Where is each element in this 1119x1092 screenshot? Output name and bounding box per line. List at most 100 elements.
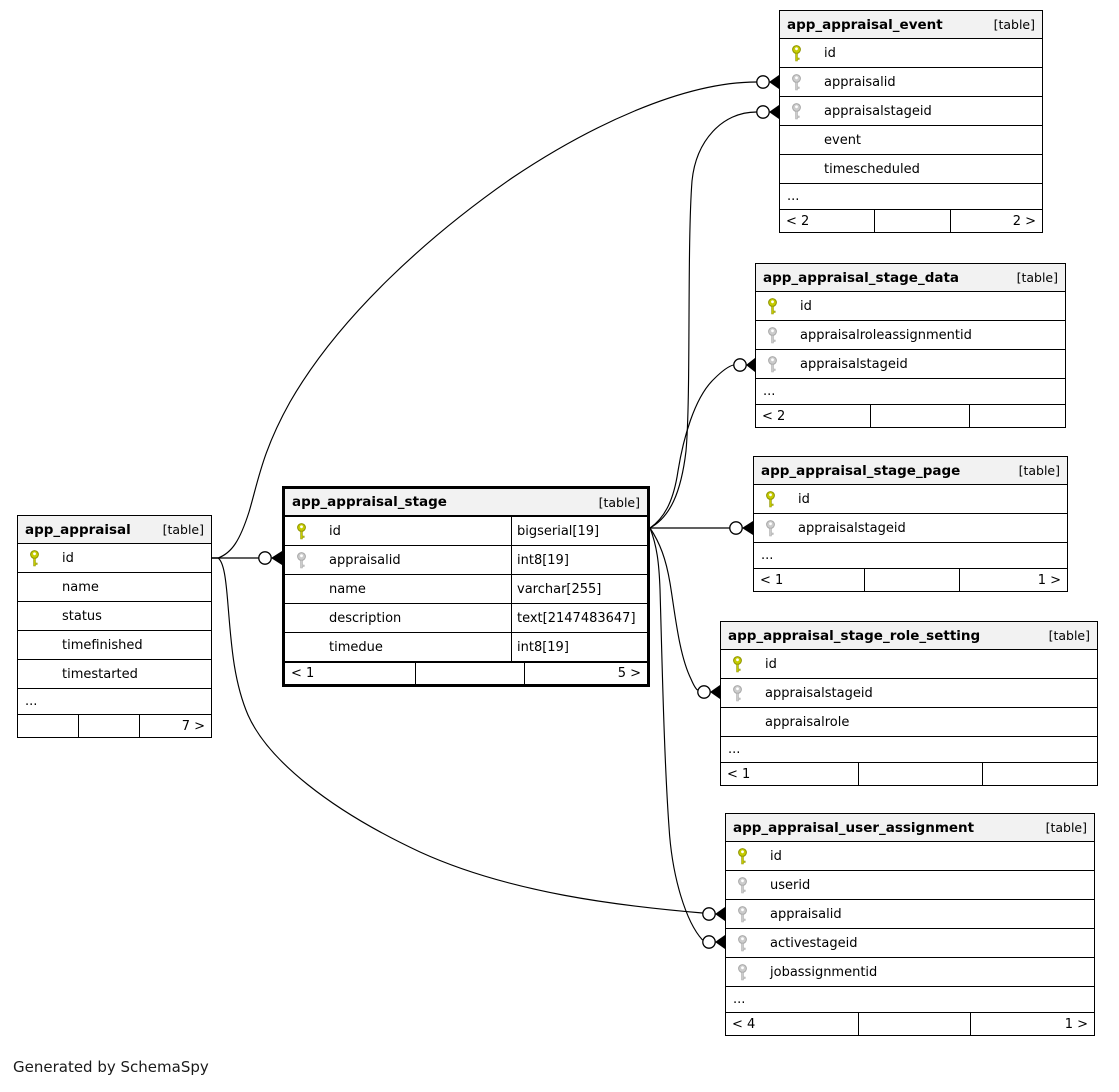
column-label: userid — [770, 877, 811, 893]
crows-foot-connector — [271, 551, 282, 565]
column-row: appraisalstageid — [721, 679, 1097, 708]
pk-key-icon — [766, 491, 775, 508]
column-label: event — [824, 132, 862, 148]
column-label: status — [62, 608, 102, 624]
fk-key-icon — [297, 552, 306, 569]
column-row: timestarted — [18, 660, 211, 689]
column-row: appraisalrole — [721, 708, 1097, 737]
footer-spacer-cell — [415, 663, 524, 684]
table-app_appraisal_user_assignment[interactable]: app_appraisal_user_assignment[table] id … — [725, 813, 1095, 1036]
table-footer: < 1 — [721, 763, 1097, 785]
fk-key-icon — [792, 74, 801, 91]
parents-count-cell: 1 > — [959, 569, 1067, 591]
zero-circle-connector — [258, 551, 272, 565]
column-row: id — [780, 39, 1042, 68]
zero-circle-connector — [702, 935, 716, 949]
column-row: id — [756, 292, 1065, 321]
table-app_appraisal_event[interactable]: app_appraisal_event[table] id appraisali… — [779, 10, 1043, 233]
column-row: name varchar[255] — [285, 575, 647, 604]
relationship-edge — [649, 527, 703, 941]
crows-foot-connector — [746, 358, 755, 372]
foreign-key-icon — [737, 935, 748, 956]
fk-key-icon — [738, 877, 747, 894]
column-row: appraisalroleassignmentid — [756, 321, 1065, 350]
pk-key-icon — [738, 848, 747, 865]
table-type-badge: [table] — [1045, 820, 1087, 835]
column-label: timescheduled — [824, 161, 920, 177]
column-label: id — [824, 45, 836, 61]
crows-foot-connector — [710, 685, 720, 699]
fk-key-icon — [733, 685, 742, 702]
crows-foot-connector — [769, 105, 779, 119]
crows-foot-connector — [715, 935, 725, 949]
fk-key-icon — [738, 935, 747, 952]
column-type: varchar[255] — [511, 575, 647, 603]
column-label: id — [62, 550, 74, 566]
table-name: app_appraisal_user_assignment — [733, 819, 975, 836]
primary-key-icon — [296, 523, 307, 544]
column-label: id — [765, 656, 777, 672]
pk-key-icon — [792, 45, 801, 62]
column-row: id — [726, 842, 1094, 871]
column-type: text[2147483647] — [511, 604, 647, 632]
zero-circle-connector — [702, 907, 716, 921]
column-row: appraisalid — [726, 900, 1094, 929]
primary-key-icon — [29, 550, 40, 571]
table-type-badge: [table] — [598, 494, 640, 510]
more-columns-ellipsis: ... — [18, 689, 211, 715]
table-app_appraisal_stage_role_setting[interactable]: app_appraisal_stage_role_setting[table] … — [720, 621, 1098, 786]
table-app_appraisal_stage_page[interactable]: app_appraisal_stage_page[table] id appra… — [753, 456, 1068, 592]
column-label: name — [329, 581, 366, 597]
foreign-key-icon — [791, 103, 802, 124]
relationship-edge — [649, 111, 757, 529]
column-label: appraisalstageid — [800, 356, 908, 372]
table-type-badge: [table] — [1048, 628, 1090, 643]
table-app_appraisal_stage_data[interactable]: app_appraisal_stage_data[table] id appra… — [755, 263, 1066, 428]
foreign-key-icon — [791, 74, 802, 95]
pk-key-icon — [768, 298, 777, 315]
parents-count-cell — [969, 405, 1065, 427]
relationship-edge — [649, 364, 734, 529]
column-label: appraisalid — [824, 74, 896, 90]
column-row: timefinished — [18, 631, 211, 660]
table-name: app_appraisal_stage_data — [763, 269, 960, 286]
column-label: jobassignmentid — [770, 964, 878, 980]
foreign-key-icon — [737, 964, 748, 985]
more-columns-ellipsis: ... — [721, 737, 1097, 763]
table-name: app_appraisal_stage — [292, 494, 447, 510]
foreign-key-icon — [767, 327, 778, 348]
footer-spacer-cell — [874, 210, 950, 232]
fk-key-icon — [738, 964, 747, 981]
column-row: id — [18, 544, 211, 573]
column-type: int8[19] — [511, 546, 647, 574]
fk-key-icon — [792, 103, 801, 120]
primary-key-icon — [767, 298, 778, 319]
column-label: appraisalrole — [765, 714, 850, 730]
relationship-edge — [212, 557, 703, 914]
footer-spacer-cell — [858, 1013, 970, 1035]
column-label: timefinished — [62, 637, 143, 653]
footer-spacer-cell — [858, 763, 982, 785]
relationship-edge — [649, 527, 698, 691]
fk-key-icon — [738, 906, 747, 923]
primary-key-icon — [737, 848, 748, 869]
more-columns-ellipsis: ... — [756, 379, 1065, 405]
fk-key-icon — [768, 356, 777, 373]
column-label: id — [798, 491, 810, 507]
more-columns-ellipsis: ... — [754, 543, 1067, 569]
pk-key-icon — [30, 550, 39, 567]
column-row: appraisalstageid — [756, 350, 1065, 379]
column-row: appraisalstageid — [754, 514, 1067, 543]
pk-key-icon — [733, 656, 742, 673]
table-name: app_appraisal — [25, 521, 131, 538]
column-label: id — [800, 298, 812, 314]
